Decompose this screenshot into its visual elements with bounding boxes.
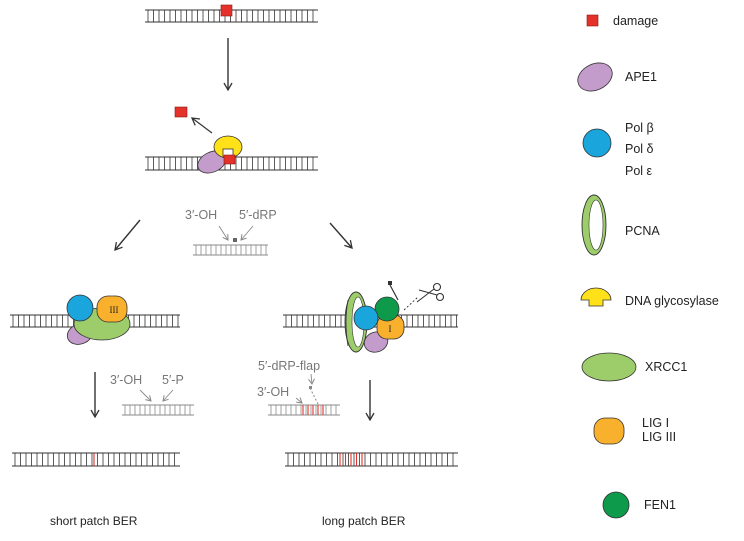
legend-pcna-label: PCNA bbox=[625, 224, 660, 238]
label-drp-flap: 5′-dRP-flap bbox=[258, 359, 320, 373]
damage-mark-in-pocket bbox=[223, 154, 236, 165]
dna-damaged bbox=[145, 9, 318, 23]
pcna-ring-front bbox=[345, 299, 349, 347]
damage-mark-top bbox=[220, 4, 233, 17]
fen1-long bbox=[374, 296, 400, 322]
legend-lig3-label: LIG III bbox=[642, 430, 676, 444]
label-3oh-short: 3′-OH bbox=[110, 373, 142, 387]
caption-long-patch: long patch BER bbox=[322, 514, 406, 528]
flap-drp-gray bbox=[309, 386, 312, 389]
cut-line bbox=[403, 296, 419, 311]
flap-dashed bbox=[309, 387, 319, 405]
dna-repaired-long bbox=[285, 452, 458, 467]
pointer-5p bbox=[162, 389, 174, 402]
legend-fen1-label: FEN1 bbox=[644, 498, 676, 512]
pointer-3oh-short bbox=[139, 389, 152, 402]
drp-sugar bbox=[233, 238, 237, 242]
flap-strand bbox=[389, 284, 399, 301]
legend: damage APE1 Pol β Pol δ Pol ε PCNA DNA g… bbox=[577, 14, 719, 519]
legend-pol-icon bbox=[582, 128, 612, 158]
legend-xrcc1-label: XRCC1 bbox=[645, 360, 687, 374]
label-3oh: 3′-OH bbox=[185, 208, 217, 222]
legend-pol-delta: Pol δ bbox=[625, 142, 654, 156]
label-5drp: 5′-dRP bbox=[239, 208, 277, 222]
new-patch-intermediate bbox=[302, 405, 324, 415]
legend-damage-icon bbox=[586, 14, 599, 27]
arrow-damage-release bbox=[190, 117, 213, 134]
dna-flap-intermediate bbox=[268, 404, 340, 416]
repaired-patch-long bbox=[339, 453, 363, 466]
legend-damage-label: damage bbox=[613, 14, 658, 28]
pointer-5drp bbox=[240, 225, 254, 241]
legend-fen1-icon bbox=[602, 491, 630, 519]
legend-glycosylase-label: DNA glycosylase bbox=[625, 294, 719, 308]
dna-repaired-short bbox=[12, 452, 180, 467]
legend-glycosylase-icon bbox=[580, 287, 612, 307]
flap-drp bbox=[388, 281, 392, 285]
damage-mark-released bbox=[174, 106, 188, 118]
pointer-3oh-long bbox=[295, 397, 303, 404]
lig3-short bbox=[96, 295, 128, 323]
scissors-icon bbox=[416, 282, 445, 303]
legend-pol-epsilon: Pol ε bbox=[625, 164, 653, 178]
legend-lig-icon bbox=[593, 417, 625, 445]
label-5p: 5′-P bbox=[162, 373, 184, 387]
pol-beta-short bbox=[66, 294, 94, 322]
dna-nick-intermediate bbox=[122, 404, 194, 416]
arrow-right-branch bbox=[329, 222, 353, 249]
legend-xrcc1-icon bbox=[581, 352, 637, 382]
lig1-mark: I bbox=[389, 324, 392, 334]
dna-gap-intermediate bbox=[193, 244, 268, 256]
legend-pcna-hole bbox=[588, 199, 604, 251]
flap-pointer bbox=[308, 373, 315, 385]
legend-ape1-label: APE1 bbox=[625, 70, 657, 84]
pol-delta-long bbox=[353, 305, 379, 331]
legend-lig1-label: LIG I bbox=[642, 416, 669, 430]
legend-ape1-icon bbox=[577, 62, 613, 92]
legend-pol-beta: Pol β bbox=[625, 121, 654, 135]
arrow-left-branch bbox=[114, 219, 141, 252]
label-3oh-long: 3′-OH bbox=[257, 385, 289, 399]
caption-short-patch: short patch BER bbox=[50, 514, 138, 528]
pointer-3oh bbox=[218, 225, 229, 241]
lig3-mark: III bbox=[110, 305, 119, 315]
